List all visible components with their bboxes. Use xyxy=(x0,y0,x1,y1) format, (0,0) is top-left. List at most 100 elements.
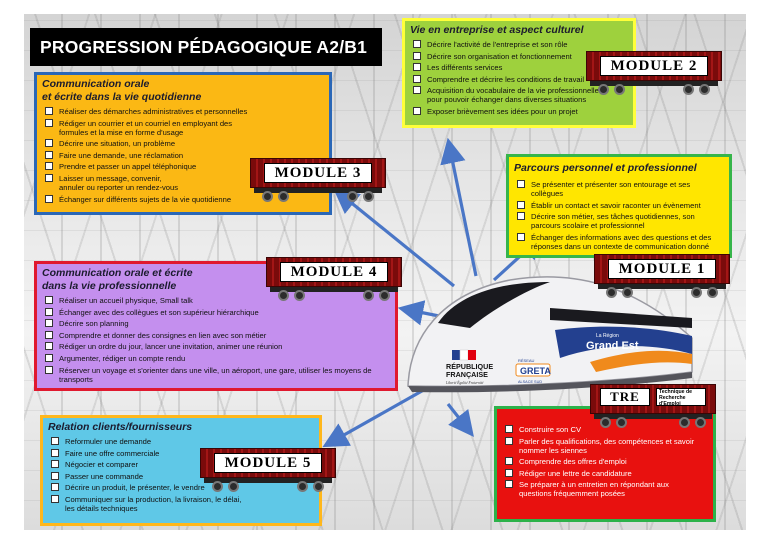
checkbox-icon[interactable] xyxy=(51,483,59,492)
checkbox-icon[interactable] xyxy=(45,150,53,159)
module5-list: Reformuler une demande Faire une offre c… xyxy=(51,437,319,513)
checkbox-icon[interactable] xyxy=(45,319,53,328)
list-item: Prendre et passer un appel téléphonique xyxy=(45,162,329,171)
list-item: Réserver un voyage et s'orienter dans un… xyxy=(45,365,375,384)
list-item: Échanger des informations avec des quest… xyxy=(517,232,717,251)
module1-heading: Parcours personnel et professionnel xyxy=(514,162,697,174)
gov-line2: FRANÇAISE xyxy=(446,370,488,379)
arrow-to-module3 xyxy=(333,187,456,288)
network-label: RÉSEAU xyxy=(518,358,535,363)
list-item: Décrire son métier, ses tâches quotidien… xyxy=(517,212,713,230)
list-item: Décrire son organisation et fonctionneme… xyxy=(413,51,633,61)
list-item: Comprendre et décrire les conditions de … xyxy=(413,74,633,84)
checkbox-icon[interactable] xyxy=(45,194,53,203)
list-item: Acquisition du vocabulaire de la vie pro… xyxy=(413,86,613,104)
checkbox-icon[interactable] xyxy=(413,40,421,48)
list-item: Laisser un message, convenir, annuler ou… xyxy=(45,173,185,192)
module3-wagon: MODULE 3 xyxy=(250,158,386,204)
module2-wagon: MODULE 2 xyxy=(586,51,722,97)
greta-sub: ALSACE SUD xyxy=(518,380,542,384)
checkbox-icon[interactable] xyxy=(505,468,513,477)
list-item: Parler des qualifications, des compétenc… xyxy=(505,436,701,455)
module3-list: Réaliser des démarches administratives e… xyxy=(45,107,329,204)
list-item: Faire une offre commerciale xyxy=(51,448,319,458)
tre-badge: TRE xyxy=(600,388,650,406)
checkbox-icon[interactable] xyxy=(45,353,53,362)
checkbox-icon[interactable] xyxy=(45,139,53,148)
list-item: Se préparer à un entretien en répondant … xyxy=(505,480,701,498)
tre-badge-sub: Technique de Recherche d'Emploi xyxy=(656,388,706,406)
list-item: Construire son CV xyxy=(505,425,713,434)
list-item: Échanger avec des collègues et son supér… xyxy=(45,307,395,317)
checkbox-icon[interactable] xyxy=(45,162,53,171)
list-item: Passer une commande xyxy=(51,471,319,481)
gov-line1: RÉPUBLIQUE xyxy=(446,362,493,371)
module4-heading-line2: dans la vie professionnelle xyxy=(42,280,177,292)
module5-wagon: MODULE 5 xyxy=(200,448,336,494)
checkbox-icon[interactable] xyxy=(45,296,53,304)
module5-heading: Relation clients/fournisseurs xyxy=(48,421,193,433)
page-title: PROGRESSION PÉDAGOGIQUE A2/B1 xyxy=(30,28,382,66)
list-item: Décrire son planning xyxy=(45,319,395,328)
checkbox-icon[interactable] xyxy=(505,425,513,433)
checkbox-icon[interactable] xyxy=(45,307,53,316)
module1-panel: Parcours personnel et professionnel Se p… xyxy=(506,154,732,258)
train-window-band xyxy=(550,308,692,328)
list-item: Communiquer sur la production, la livrai… xyxy=(51,494,251,513)
module4-panel: Communication orale et écrite dans la vi… xyxy=(34,261,398,391)
module3-panel: Communication orale et écrite dans la vi… xyxy=(34,72,332,215)
checkbox-icon[interactable] xyxy=(505,457,513,466)
list-item: Reformuler une demande xyxy=(51,437,319,446)
checkbox-icon[interactable] xyxy=(45,173,53,182)
checkbox-icon[interactable] xyxy=(51,437,59,445)
checkbox-icon[interactable] xyxy=(413,51,421,60)
checkbox-icon[interactable] xyxy=(517,212,525,221)
module4-badge: MODULE 4 xyxy=(280,262,388,282)
checkbox-icon[interactable] xyxy=(45,118,53,127)
checkbox-icon[interactable] xyxy=(517,232,525,241)
list-item: Établir un contact et savoir raconter un… xyxy=(517,200,729,210)
arrow-to-module4 xyxy=(397,300,440,326)
checkbox-icon[interactable] xyxy=(413,106,421,115)
module1-badge: MODULE 1 xyxy=(608,259,716,279)
list-item: Négocier et comparer xyxy=(51,460,319,469)
checkbox-icon[interactable] xyxy=(413,74,421,83)
infographic-canvas: RÉPUBLIQUE FRANÇAISE Liberté Égalité Fra… xyxy=(24,14,746,530)
tre-wagon: TRE Technique de Recherche d'Emploi xyxy=(590,384,716,430)
checkbox-icon[interactable] xyxy=(51,494,59,503)
checkbox-icon[interactable] xyxy=(45,330,53,339)
checkbox-icon[interactable] xyxy=(505,436,513,445)
checkbox-icon[interactable] xyxy=(413,86,421,95)
checkbox-icon[interactable] xyxy=(51,460,59,469)
module2-heading: Vie en entreprise et aspect culturel xyxy=(410,24,584,36)
module3-badge: MODULE 3 xyxy=(264,163,372,183)
list-item: Comprendre et donner des consignes en li… xyxy=(45,330,395,340)
checkbox-icon[interactable] xyxy=(505,480,513,489)
checkbox-icon[interactable] xyxy=(413,63,421,72)
checkbox-icon[interactable] xyxy=(45,342,53,351)
module1-wagon: MODULE 1 xyxy=(594,254,730,300)
list-item: Rédiger un ordre du jour, lancer une inv… xyxy=(45,342,395,351)
checkbox-icon[interactable] xyxy=(517,180,525,188)
list-item: Réaliser un accueil physique, Small talk xyxy=(45,296,395,305)
train-stripe-orange xyxy=(590,350,692,372)
arrow-to-tre xyxy=(446,403,474,438)
module1-list: Se présenter et présenter son entourage … xyxy=(517,180,729,251)
list-item: Réaliser des démarches administratives e… xyxy=(45,107,329,116)
list-item: Faire une demande, une réclamation xyxy=(45,150,329,160)
module4-list: Réaliser un accueil physique, Small talk… xyxy=(45,296,395,384)
checkbox-icon[interactable] xyxy=(45,107,53,115)
checkbox-icon[interactable] xyxy=(517,200,525,209)
region-name: Grand Est xyxy=(586,340,639,352)
checkbox-icon[interactable] xyxy=(51,448,59,457)
greta-logo: GRETA xyxy=(520,366,551,376)
module2-badge: MODULE 2 xyxy=(600,56,708,76)
train-stripe-blue xyxy=(555,326,692,358)
checkbox-icon[interactable] xyxy=(51,471,59,480)
module4-heading-line1: Communication orale et écrite xyxy=(42,267,193,279)
checkbox-icon[interactable] xyxy=(45,365,53,374)
module3-heading-line1: Communication orale xyxy=(42,78,150,90)
module5-badge: MODULE 5 xyxy=(214,453,322,473)
region-small: La Région xyxy=(596,333,619,339)
list-item: Exposer brièvement ses idées pour un pro… xyxy=(413,106,633,116)
